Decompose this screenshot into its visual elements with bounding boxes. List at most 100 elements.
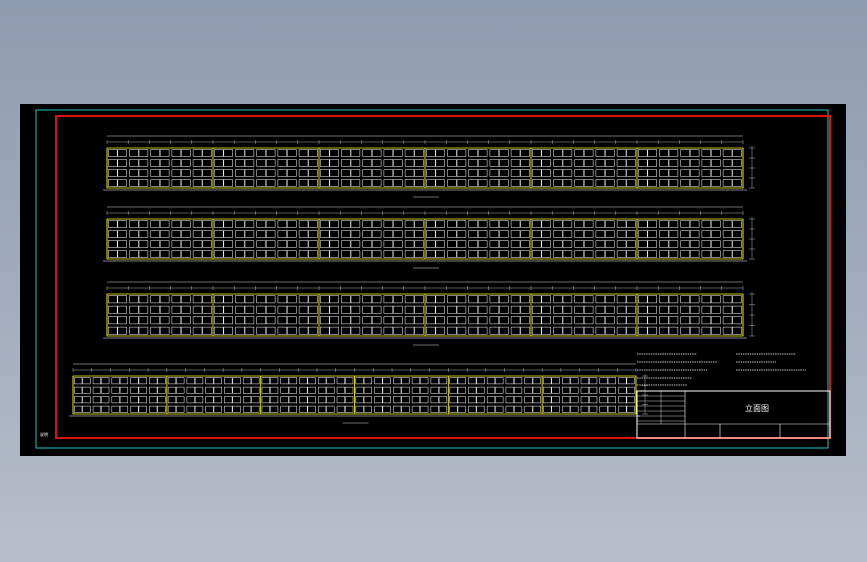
window (129, 159, 139, 167)
window (362, 169, 372, 177)
window (224, 396, 233, 404)
window (117, 149, 127, 157)
window (499, 179, 509, 187)
window (108, 220, 118, 228)
window (108, 316, 118, 325)
window (524, 377, 533, 385)
window (363, 377, 373, 385)
window (167, 396, 177, 404)
window (157, 396, 166, 404)
window (192, 295, 203, 304)
window (205, 377, 214, 385)
window (350, 295, 361, 304)
window (393, 169, 403, 177)
window (138, 305, 149, 314)
window (181, 230, 191, 238)
window (159, 240, 170, 248)
window (404, 230, 415, 238)
window (150, 159, 160, 167)
window (510, 149, 521, 157)
window (214, 230, 224, 238)
window (355, 377, 364, 385)
window (457, 386, 466, 394)
window (468, 295, 478, 304)
window (711, 169, 721, 177)
window (382, 377, 391, 385)
window (680, 179, 690, 187)
window (426, 179, 436, 187)
window (298, 179, 309, 187)
window (689, 220, 700, 228)
window (520, 149, 530, 157)
window (626, 250, 636, 258)
window (371, 326, 382, 335)
window (583, 240, 594, 248)
window (426, 295, 436, 304)
window (580, 396, 589, 404)
window (362, 179, 372, 187)
window (616, 169, 627, 177)
window (595, 326, 606, 335)
window (489, 149, 500, 157)
window (329, 326, 339, 335)
window (722, 220, 733, 228)
window (299, 377, 308, 385)
window (607, 396, 616, 404)
window (371, 250, 382, 258)
window (499, 220, 509, 228)
window (320, 230, 330, 238)
window (256, 149, 266, 157)
window (420, 396, 429, 404)
window (680, 326, 690, 335)
window (129, 240, 139, 248)
window (287, 295, 297, 304)
window (562, 169, 573, 177)
window (393, 377, 402, 385)
window (414, 295, 424, 304)
window (214, 149, 224, 157)
window (701, 230, 712, 238)
window (447, 316, 457, 325)
window (638, 250, 648, 258)
window (223, 326, 233, 335)
window (235, 179, 245, 187)
drawing-frame (55, 115, 831, 439)
window (287, 250, 297, 258)
window (647, 169, 657, 177)
window (336, 386, 345, 394)
window (616, 159, 627, 167)
window (371, 305, 382, 314)
window (287, 240, 297, 248)
window (711, 316, 721, 325)
window (265, 179, 276, 187)
window (449, 396, 458, 404)
window (92, 405, 101, 413)
window (307, 377, 316, 385)
window (341, 220, 351, 228)
window (583, 159, 594, 167)
window (159, 169, 170, 177)
window (167, 377, 177, 385)
window (298, 316, 309, 325)
window (320, 149, 330, 157)
window (668, 305, 679, 314)
window (235, 240, 245, 248)
window (553, 316, 563, 325)
window (477, 305, 488, 314)
window (638, 149, 648, 157)
window (374, 386, 383, 394)
window (108, 159, 118, 167)
window (181, 295, 191, 304)
window (553, 305, 563, 314)
window (74, 405, 83, 413)
window (223, 295, 233, 304)
window (393, 305, 403, 314)
window (468, 377, 477, 385)
window (117, 326, 127, 335)
window (510, 326, 521, 335)
window (214, 240, 224, 248)
window (171, 149, 182, 157)
window (456, 316, 467, 325)
window (505, 396, 514, 404)
window (202, 295, 212, 304)
